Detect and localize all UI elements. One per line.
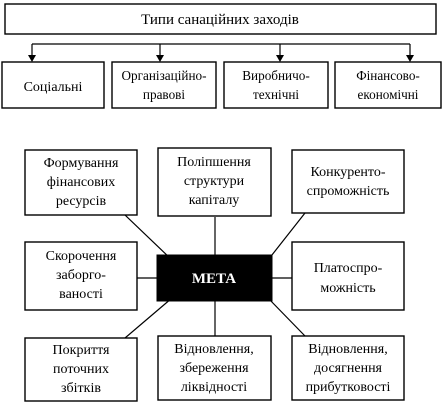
title-text: Типи санаційних заходів bbox=[141, 12, 299, 28]
title-box bbox=[4, 3, 437, 35]
svg-text:Формування: Формування bbox=[44, 156, 119, 171]
category-social-label: Соціальні bbox=[24, 80, 83, 95]
category-social: Соціальні bbox=[1, 61, 105, 109]
svg-text:збітків: збітків bbox=[61, 381, 101, 396]
svg-text:технічні: технічні bbox=[253, 87, 299, 102]
svg-text:капіталу: капіталу bbox=[189, 193, 240, 208]
svg-text:поточних: поточних bbox=[53, 362, 109, 377]
svg-text:фінансових: фінансових bbox=[47, 175, 115, 190]
svg-text:ресурсів: ресурсів bbox=[56, 194, 107, 209]
svg-text:правові: правові bbox=[143, 87, 185, 102]
svg-text:прибутковості: прибутковості bbox=[306, 380, 391, 395]
center-goal: МЕТА bbox=[156, 254, 273, 302]
svg-text:Конкуренто-: Конкуренто- bbox=[310, 165, 385, 180]
svg-text:ліквідності: ліквідності bbox=[181, 380, 247, 395]
svg-text:Відновлення,: Відновлення, bbox=[308, 342, 387, 357]
svg-text:заборго-: заборго- bbox=[56, 268, 106, 283]
svg-text:можність: можність bbox=[320, 281, 375, 296]
svg-text:спроможність: спроможність bbox=[307, 184, 390, 199]
center-goal-label: МЕТА bbox=[192, 271, 236, 287]
svg-text:Відновлення,: Відновлення, bbox=[174, 342, 253, 357]
category-fin-econ: Фінансово- економічні bbox=[334, 61, 442, 109]
goal-competitiveness: Конкуренто- спроможність bbox=[291, 149, 405, 214]
category-org-legal: Організаційно- правові bbox=[111, 61, 217, 109]
goal-liquidity: Відновлення, збереження ліквідності bbox=[157, 335, 272, 401]
svg-text:Фінансово-: Фінансово- bbox=[356, 68, 420, 83]
goal-connectors bbox=[124, 212, 306, 339]
goal-financial-resources: Формування фінансових ресурсів bbox=[24, 149, 138, 216]
category-connectors bbox=[28, 43, 414, 62]
goal-loss-coverage: Покриття поточних збітків bbox=[24, 337, 138, 402]
svg-text:збереження: збереження bbox=[179, 361, 249, 376]
svg-text:Скорочення: Скорочення bbox=[46, 249, 117, 264]
svg-text:Платоспро-: Платоспро- bbox=[314, 261, 383, 276]
goal-profitability: Відновлення, досягнення прибутковості bbox=[291, 335, 405, 401]
svg-text:Поліпшення: Поліпшення bbox=[177, 155, 251, 170]
goal-debt-reduction: Скорочення заборго- ваності bbox=[24, 241, 138, 311]
svg-text:Організаційно-: Організаційно- bbox=[122, 68, 207, 83]
goal-solvency: Платоспро- можність bbox=[291, 241, 405, 311]
svg-text:економічні: економічні bbox=[358, 87, 419, 102]
category-production: Виробничо- технічні bbox=[223, 61, 329, 109]
svg-text:структури: структури bbox=[184, 174, 245, 189]
goal-capital-structure: Поліпшення структури капіталу bbox=[157, 147, 272, 217]
svg-text:досягнення: досягнення bbox=[314, 361, 383, 376]
svg-text:Покриття: Покриття bbox=[53, 343, 110, 358]
svg-text:Виробничо-: Виробничо- bbox=[242, 68, 309, 83]
svg-text:ваності: ваності bbox=[59, 287, 103, 302]
